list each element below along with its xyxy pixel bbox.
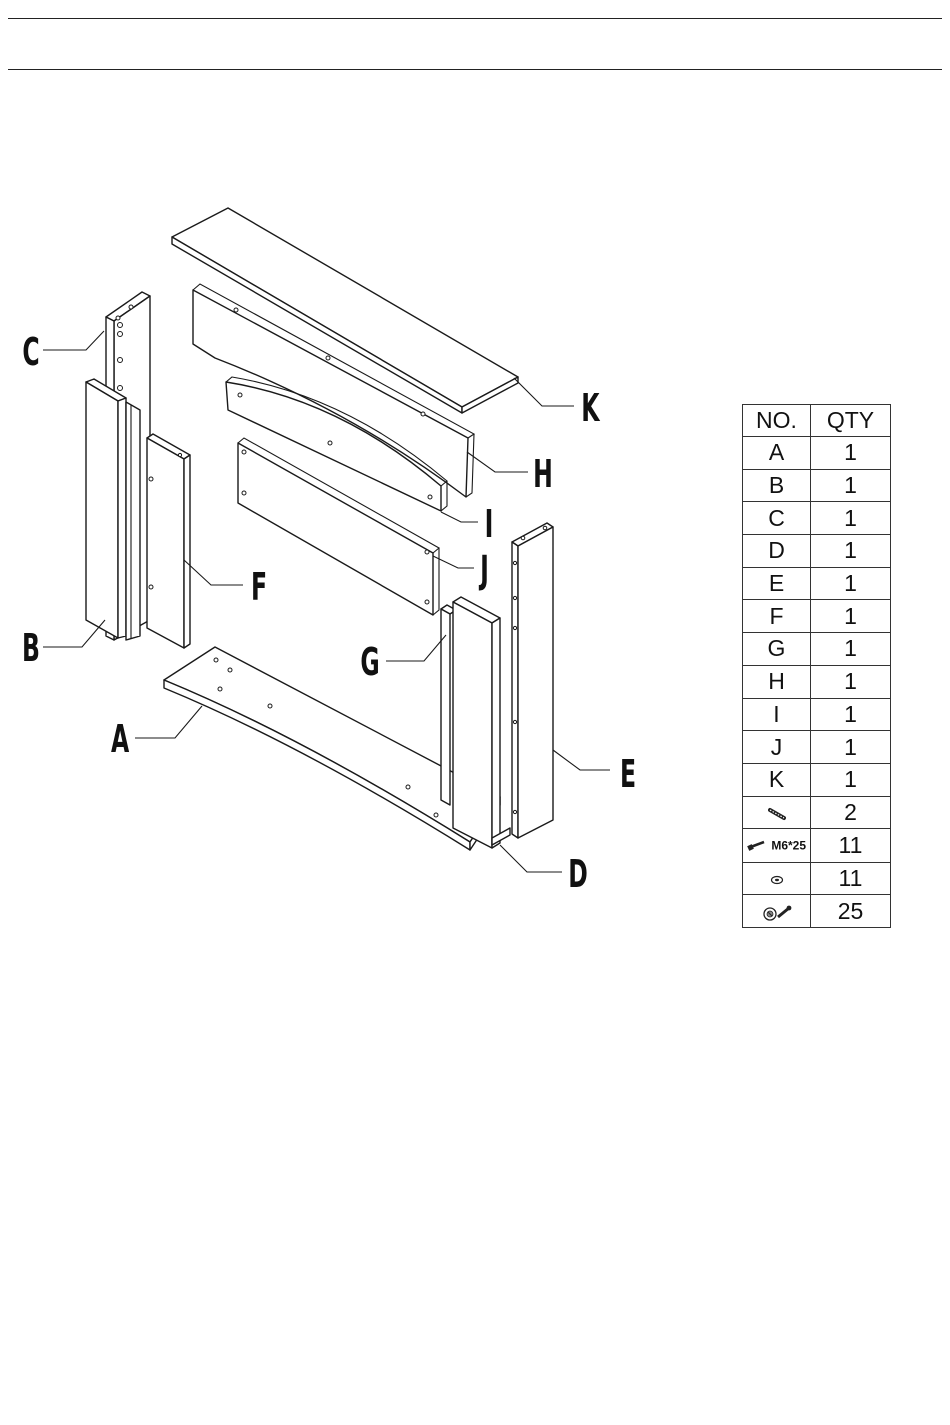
part-no: D [743,535,811,568]
table-row: 2 [743,796,891,829]
part-b-left-leg [86,379,140,640]
callout-g: G [360,641,379,684]
callout-f: F [251,566,267,609]
callout-d: D [568,853,588,896]
part-qty: 1 [811,731,891,764]
header-rule-bottom [8,69,942,70]
callout-h: H [533,453,553,496]
part-no: B [743,469,811,502]
table-row: M6*25 11 [743,829,891,862]
part-qty: 1 [811,469,891,502]
callout-i: I [485,503,494,546]
part-qty: 1 [811,567,891,600]
cam-lock-icon [762,904,792,922]
dowel-icon [768,807,786,821]
column-header-no: NO. [743,405,811,437]
hardware-qty: 2 [811,796,891,829]
bolt-icon [747,840,765,852]
part-e-rear-upright [512,523,553,838]
callout-b: B [22,627,40,670]
part-qty: 1 [811,698,891,731]
table-row: 25 [743,895,891,928]
callout-k: K [581,387,600,430]
part-qty: 1 [811,665,891,698]
exploded-assembly-diagram: A B C D E F G H I J K [0,180,700,920]
part-no: G [743,633,811,666]
part-no: J [743,731,811,764]
part-no: E [743,567,811,600]
part-no: C [743,502,811,535]
hardware-qty: 11 [811,862,891,895]
callout-e: E [620,753,636,796]
table-header-row: NO. QTY [743,405,891,437]
part-no: A [743,437,811,470]
part-no: K [743,763,811,796]
part-qty: 1 [811,437,891,470]
part-qty: 1 [811,600,891,633]
part-qty: 1 [811,535,891,568]
part-no: I [743,698,811,731]
callout-c: C [22,331,39,374]
bolt-size-label: M6*25 [771,839,806,853]
part-no: F [743,600,811,633]
part-qty: 1 [811,633,891,666]
part-d-right-leg [453,597,510,848]
hardware-item [743,796,811,829]
part-qty: 1 [811,502,891,535]
hardware-item [743,862,811,895]
part-qty: 1 [811,763,891,796]
hardware-item [743,895,811,928]
hardware-qty: 25 [811,895,891,928]
callout-a: A [111,718,130,761]
callout-j: J [479,549,489,592]
column-header-qty: QTY [811,405,891,437]
hardware-item: M6*25 [743,829,811,862]
header-rule-top [8,18,942,19]
hardware-qty: 11 [811,829,891,862]
part-no: H [743,665,811,698]
part-f-left-inner-panel [147,434,190,648]
washer-icon [770,875,784,885]
table-row: 11 [743,862,891,895]
